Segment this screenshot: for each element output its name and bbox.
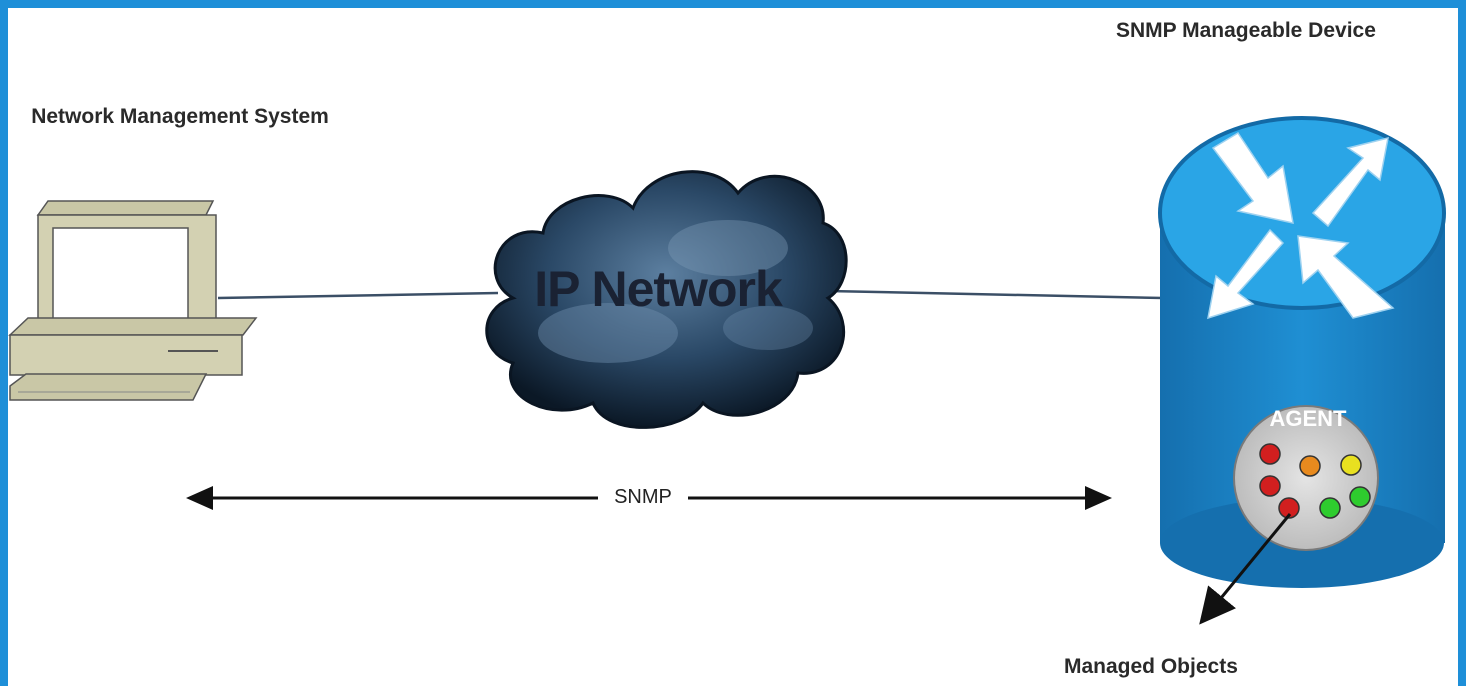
managed-object-dot xyxy=(1278,497,1300,519)
managed-object-dot xyxy=(1259,475,1281,497)
managed-object-dot xyxy=(1340,454,1362,476)
cloud-label: IP Network xyxy=(534,261,783,317)
link-cloud-device xyxy=(827,289,1164,300)
managed-object-dot xyxy=(1349,486,1371,508)
router-icon xyxy=(1158,116,1446,588)
snmp-label: SNMP xyxy=(598,486,688,509)
managed-object-dot xyxy=(1299,455,1321,477)
nms-label: Network Management System xyxy=(31,105,329,128)
managed-object-dot xyxy=(1259,443,1281,465)
device-label: SNMP Manageable Device xyxy=(1116,19,1376,42)
agent-circle xyxy=(1233,405,1379,551)
diagram-canvas: Network Management System SNMP Manageabl… xyxy=(8,8,1458,686)
agent-label: AGENT xyxy=(1269,406,1347,431)
managed-objects-arrow xyxy=(1199,513,1292,625)
managed-objects-label: Managed Objects xyxy=(1064,655,1238,678)
computer-icon xyxy=(8,200,258,401)
managed-objects-dots xyxy=(1259,443,1371,519)
link-nms-cloud xyxy=(217,291,499,300)
cloud-icon xyxy=(485,170,848,429)
managed-object-dot xyxy=(1319,497,1341,519)
diagram-svg xyxy=(8,116,1446,625)
